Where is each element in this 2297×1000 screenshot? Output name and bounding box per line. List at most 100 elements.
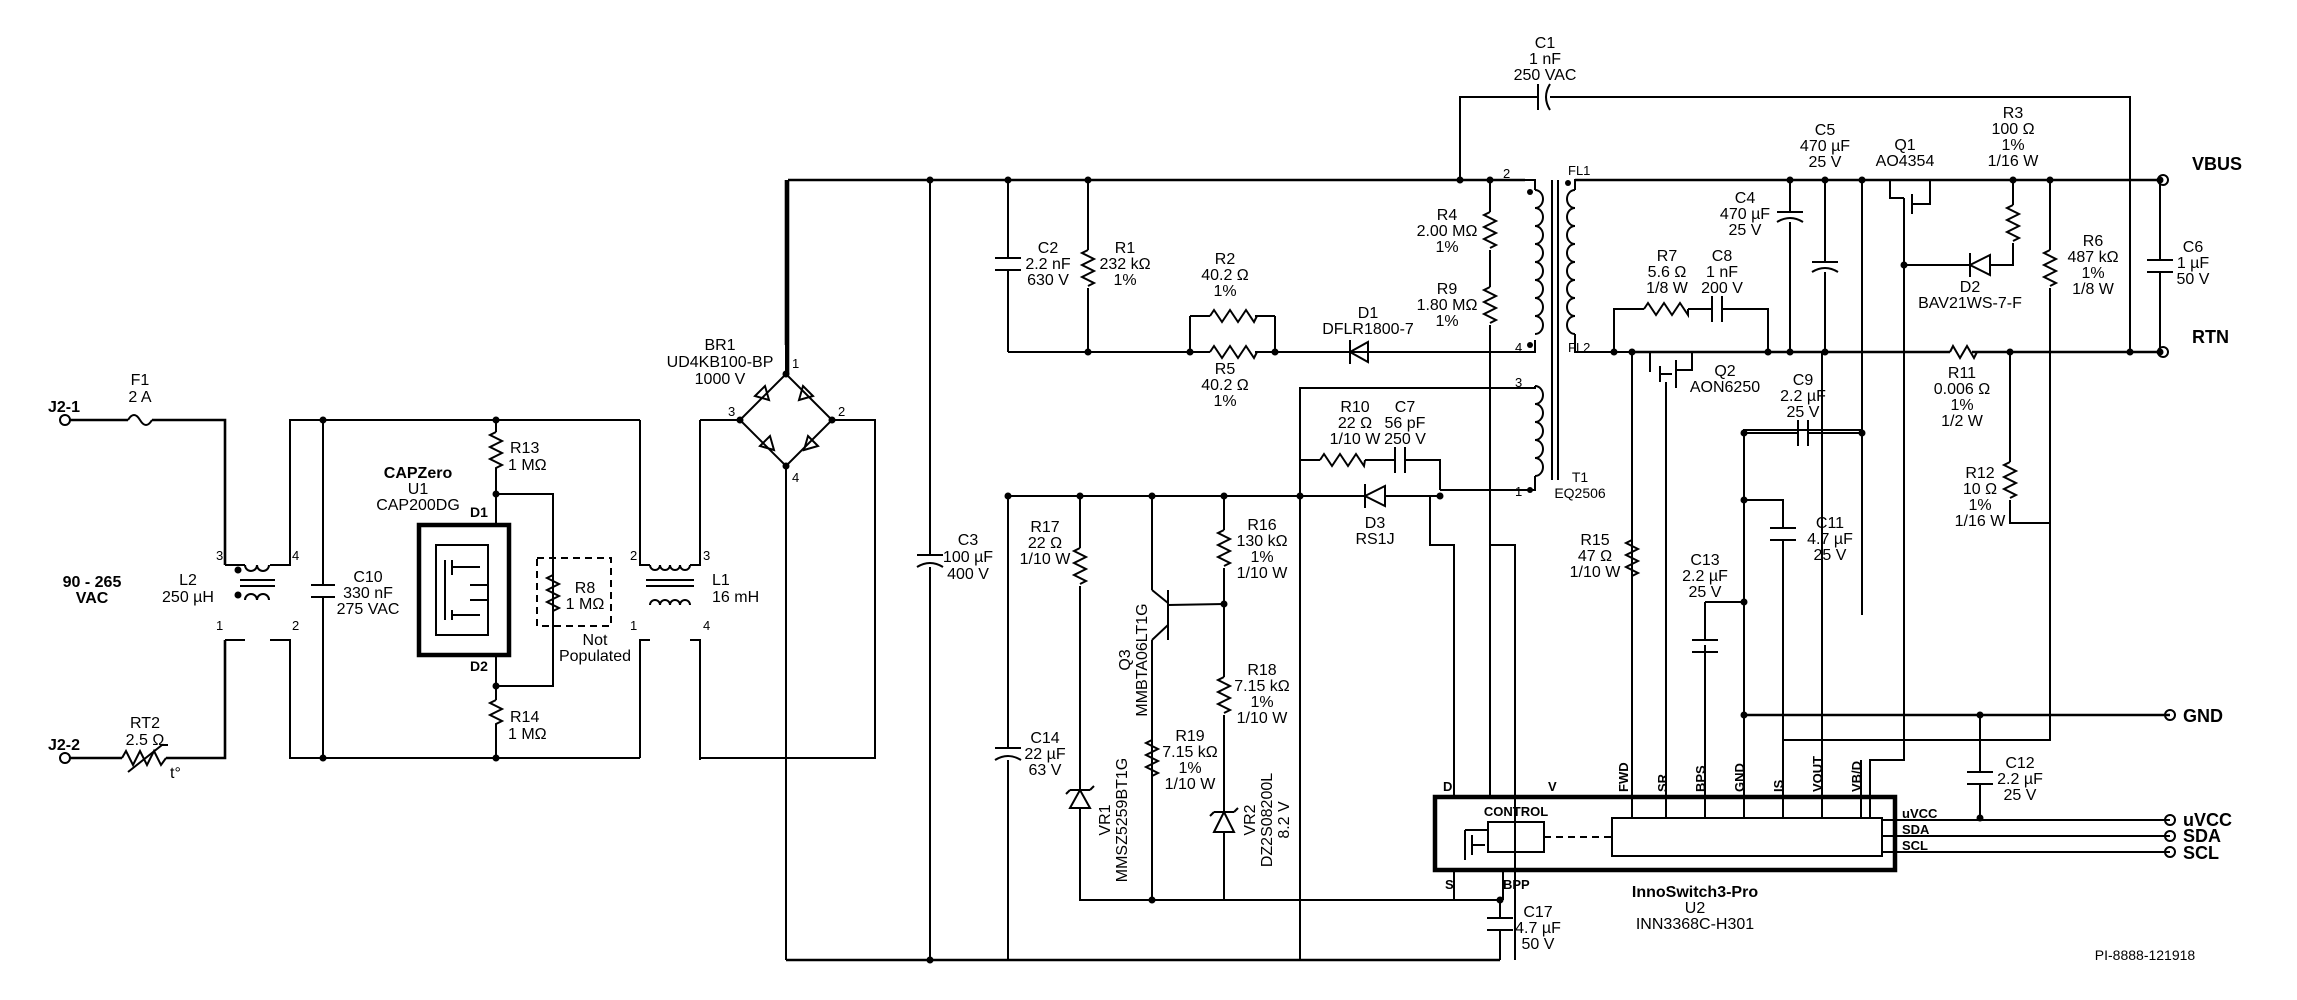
r9-ref: R9 <box>1437 281 1458 298</box>
capacitor-c12 <box>1967 771 1993 785</box>
capacitor-c13 <box>1692 639 1718 653</box>
c14-junction <box>1004 492 1012 500</box>
gnd-terminal <box>2164 709 2176 721</box>
resistor-r8 <box>544 574 562 612</box>
resistor-r9 <box>1481 286 1499 324</box>
r17-wattage: 1/10 W <box>1020 551 1072 568</box>
br1-pin2-dot <box>828 416 836 424</box>
l1-wires <box>639 420 701 758</box>
vr1-label-group: VR1 MMSZ5259BT1G <box>1097 758 1131 882</box>
r19-wattage: 1/10 W <box>1165 776 1217 793</box>
j2-1-terminal <box>59 414 71 426</box>
l1-pin3: 3 <box>703 548 710 563</box>
l1-value: 16 mH <box>712 589 759 606</box>
r2-right-junction <box>1271 348 1279 356</box>
l2-dot-1 <box>234 566 242 574</box>
q2-part: AON6250 <box>1690 379 1760 396</box>
resistor-r14 <box>487 699 505 738</box>
u2-feedback-wires <box>1782 180 1863 818</box>
u2-pin-uvcc: uVCC <box>1902 806 1938 821</box>
r16-wattage: 1/10 W <box>1237 565 1289 582</box>
r6-top <box>2046 176 2054 184</box>
r5-value: 40.2 Ω <box>1201 377 1249 394</box>
j2-1-label: J2-1 <box>48 399 80 416</box>
r1-bottom-junction <box>1084 348 1092 356</box>
r14-value: 1 MΩ <box>508 726 547 743</box>
r5-ref: R5 <box>1215 361 1236 378</box>
t1-dot-2 <box>1527 342 1533 348</box>
c10-ref: C10 <box>353 569 382 586</box>
u1-package <box>416 522 512 658</box>
capacitor-c17 <box>1487 917 1513 931</box>
u2-part: INN3368C-H301 <box>1636 916 1754 933</box>
u2-pin-sda: SDA <box>1902 822 1930 837</box>
resistor-r17 <box>1071 547 1089 585</box>
r6-value: 487 kΩ <box>2067 249 2118 266</box>
r1-ref: R1 <box>1115 240 1136 257</box>
l2-dot-2 <box>234 591 242 599</box>
t1-fl1: FL1 <box>1568 163 1590 178</box>
c2-ref: C2 <box>1038 240 1059 257</box>
thermistor-rt2 <box>121 748 167 768</box>
resistor-r6 <box>2041 249 2059 287</box>
c4-ref: C4 <box>1735 190 1756 207</box>
wire-f1 <box>70 418 227 565</box>
gnd-label: GND <box>2183 706 2223 726</box>
c10-junction-top <box>319 416 327 424</box>
r8-populated-label: Populated <box>559 648 631 665</box>
t1-bias-coil <box>1299 385 1544 960</box>
snubber-wires <box>1613 308 1769 352</box>
main-bus-wires <box>784 178 1525 962</box>
q1-ref: Q1 <box>1894 137 1915 154</box>
c12-top <box>1976 711 1984 719</box>
c14-ref: C14 <box>1030 730 1059 747</box>
r4-ref: R4 <box>1437 207 1458 224</box>
c5-bot <box>1821 348 1829 356</box>
r3-top <box>2009 176 2017 184</box>
u2-pin-sr: SR <box>1655 773 1670 792</box>
c6-ref: C6 <box>2183 239 2204 256</box>
t1-primary-leads <box>1462 179 1536 353</box>
u2-pin-bpp: BPP <box>1503 877 1530 892</box>
l2-ref: L2 <box>179 572 197 589</box>
bias-wires <box>1300 459 1441 497</box>
c9-left <box>1740 429 1748 437</box>
r12-tolerance: 1% <box>1968 497 1991 514</box>
u1-ref: U1 <box>408 481 429 498</box>
resistor-r4 <box>1481 211 1499 249</box>
l2-coil-top <box>244 564 270 572</box>
c4-voltage: 25 V <box>1729 222 1762 239</box>
c9-ref: C9 <box>1793 372 1814 389</box>
l1-coil-bottom <box>649 599 691 606</box>
t1-pin2: 2 <box>1503 166 1510 181</box>
inductor-l2: 3 4 1 2 L2 250 µH <box>162 419 640 759</box>
t1-dot-1 <box>1527 189 1533 195</box>
resistor-r16 <box>1215 529 1233 567</box>
r10-wattage: 1/10 W <box>1330 431 1382 448</box>
r16-tolerance: 1% <box>1250 549 1273 566</box>
d1-part: DFLR1800-7 <box>1322 321 1414 338</box>
resistor-r15 <box>1623 539 1641 577</box>
r18-ref: R18 <box>1247 662 1276 679</box>
c5-voltage: 25 V <box>1809 154 1842 171</box>
l2-pin1: 1 <box>216 618 223 633</box>
r17-ref: R17 <box>1030 519 1059 536</box>
uvcc-terminal <box>2164 814 2176 826</box>
q1-part: AO4354 <box>1876 153 1935 170</box>
br1-voltage: 1000 V <box>695 371 746 388</box>
capacitor-c1: C1 1 nF 250 VAC <box>1456 35 2131 352</box>
c5-value: 470 µF <box>1800 138 1850 155</box>
br1-pin4: 4 <box>792 470 799 485</box>
br1-pin1: 1 <box>792 356 799 371</box>
c12-ref: C12 <box>2005 755 2034 772</box>
l2-pin4: 4 <box>292 548 299 563</box>
l1-pin2: 2 <box>630 548 637 563</box>
capacitor-c14 <box>994 747 1022 761</box>
resistors-r4-r9: R4 2.00 MΩ 1% R9 1.80 MΩ 1% <box>1417 176 1516 960</box>
c10-value: 330 nF <box>343 585 393 602</box>
clamp-wires <box>1007 180 1462 353</box>
d1-ref: D1 <box>1358 305 1379 322</box>
vr2-label-group: VR2 DZ2S08200L 8.2 V <box>1242 773 1293 867</box>
c1-ref: C1 <box>1535 35 1556 52</box>
